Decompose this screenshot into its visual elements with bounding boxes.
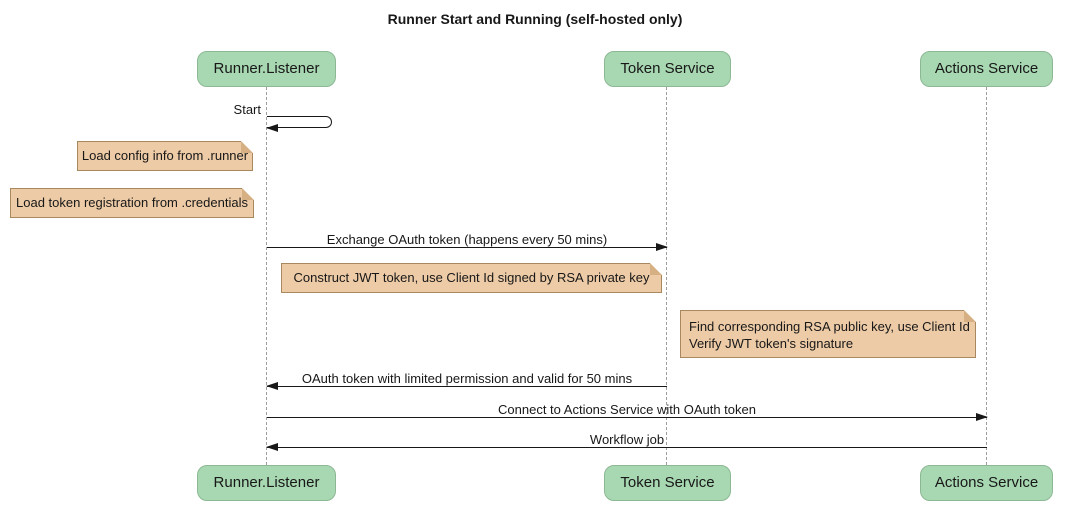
message-label-oauth-token: OAuth token with limited permission and …: [301, 371, 633, 386]
diagram-title: Runner Start and Running (self-hosted on…: [387, 11, 683, 27]
arrowhead-right-icon: [976, 413, 988, 421]
arrowhead-left-icon: [266, 124, 278, 132]
message-arrow-oauth-token: [266, 382, 667, 390]
note-load-token-registration: Load token registration from .credential…: [10, 188, 254, 218]
participant-actions-service-top: Actions Service: [920, 51, 1053, 87]
message-label-workflow-job: Workflow job: [589, 432, 665, 447]
message-arrow-workflow-job: [266, 443, 987, 451]
participant-runner-listener-bottom: Runner.Listener: [197, 465, 336, 501]
lifeline-token-service: [666, 87, 667, 465]
message-label-exchange-oauth: Exchange OAuth token (happens every 50 m…: [326, 232, 608, 247]
participant-actions-service-bottom: Actions Service: [920, 465, 1053, 501]
message-label-start: Start: [233, 102, 261, 117]
arrowhead-left-icon: [266, 443, 278, 451]
message-arrow-connect-actions: [267, 413, 988, 421]
participant-token-service-top: Token Service: [604, 51, 731, 87]
note-verify-jwt-line1: Find corresponding RSA public key, use C…: [689, 319, 970, 334]
participant-token-service-bottom: Token Service: [604, 465, 731, 501]
arrowhead-left-icon: [266, 382, 278, 390]
note-verify-jwt-line2: Verify JWT token's signature: [689, 336, 854, 351]
participant-runner-listener-top: Runner.Listener: [197, 51, 336, 87]
note-verify-jwt: Find corresponding RSA public key, use C…: [680, 310, 976, 358]
note-construct-jwt: Construct JWT token, use Client Id signe…: [281, 263, 662, 293]
lifeline-runner-listener: [266, 87, 267, 465]
note-load-config: Load config info from .runner: [77, 141, 253, 171]
message-arrow-exchange-oauth: [267, 243, 668, 251]
arrowhead-right-icon: [656, 243, 668, 251]
lifeline-actions-service: [986, 87, 987, 465]
self-message-arrow-start: [266, 116, 332, 132]
message-label-connect-actions: Connect to Actions Service with OAuth to…: [498, 402, 756, 417]
